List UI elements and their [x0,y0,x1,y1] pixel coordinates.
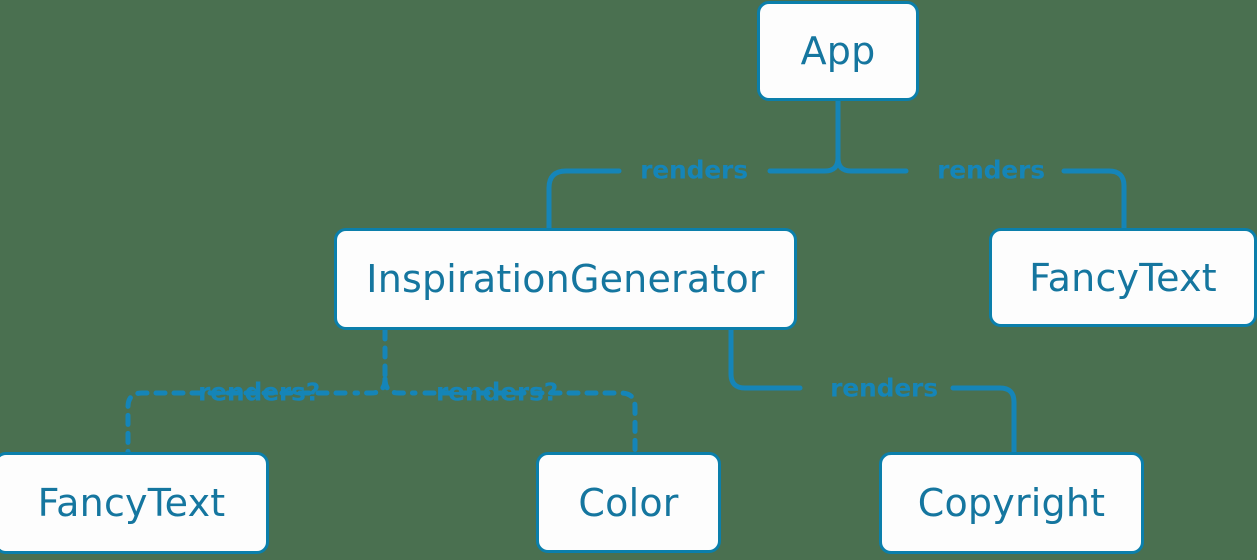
node-inspiration-generator[interactable]: InspirationGenerator [334,228,797,330]
node-fancytext-bottom[interactable]: FancyText [0,452,269,554]
node-color-label: Color [578,480,679,525]
node-copyright-label: Copyright [917,481,1106,525]
node-fancytext-right-label: FancyText [1029,255,1217,300]
edge-label-inspgen-to-color: renders? [435,377,559,407]
edge-app-to-fancytext-right-segment [1061,168,1127,231]
edge-label-inspgen-to-copyright: renders [830,373,938,403]
node-app-label: App [800,29,876,73]
edge-inspgen-junction-right [382,376,418,396]
edge-label-app-to-fancytext: renders [937,155,1045,185]
edge-inspgen-to-color-dashed [422,390,638,455]
node-fancytext-bottom-label: FancyText [37,481,226,525]
node-color[interactable]: Color [536,452,721,553]
edge-app-to-inspgen-left-segment [546,168,622,231]
node-app[interactable]: App [757,1,919,101]
edge-inspgen-to-copyright-right-segment [950,385,1017,455]
edge-label-inspgen-to-fancytext: renders? [197,377,321,407]
edge-inspgen-to-fancytext-dashed [125,390,348,455]
edge-inspgen-junction-left [352,376,388,396]
node-inspiration-generator-label: InspirationGenerator [366,257,765,301]
edge-label-app-to-inspgen: renders [640,155,748,185]
node-copyright[interactable]: Copyright [879,452,1144,554]
edge-inspgen-to-copyright-left-segment [728,327,803,391]
node-fancytext-right[interactable]: FancyText [989,228,1257,327]
edge-app-to-inspgen-right-segment [767,155,841,174]
edge-app-to-fancytext-left-segment [835,155,909,174]
